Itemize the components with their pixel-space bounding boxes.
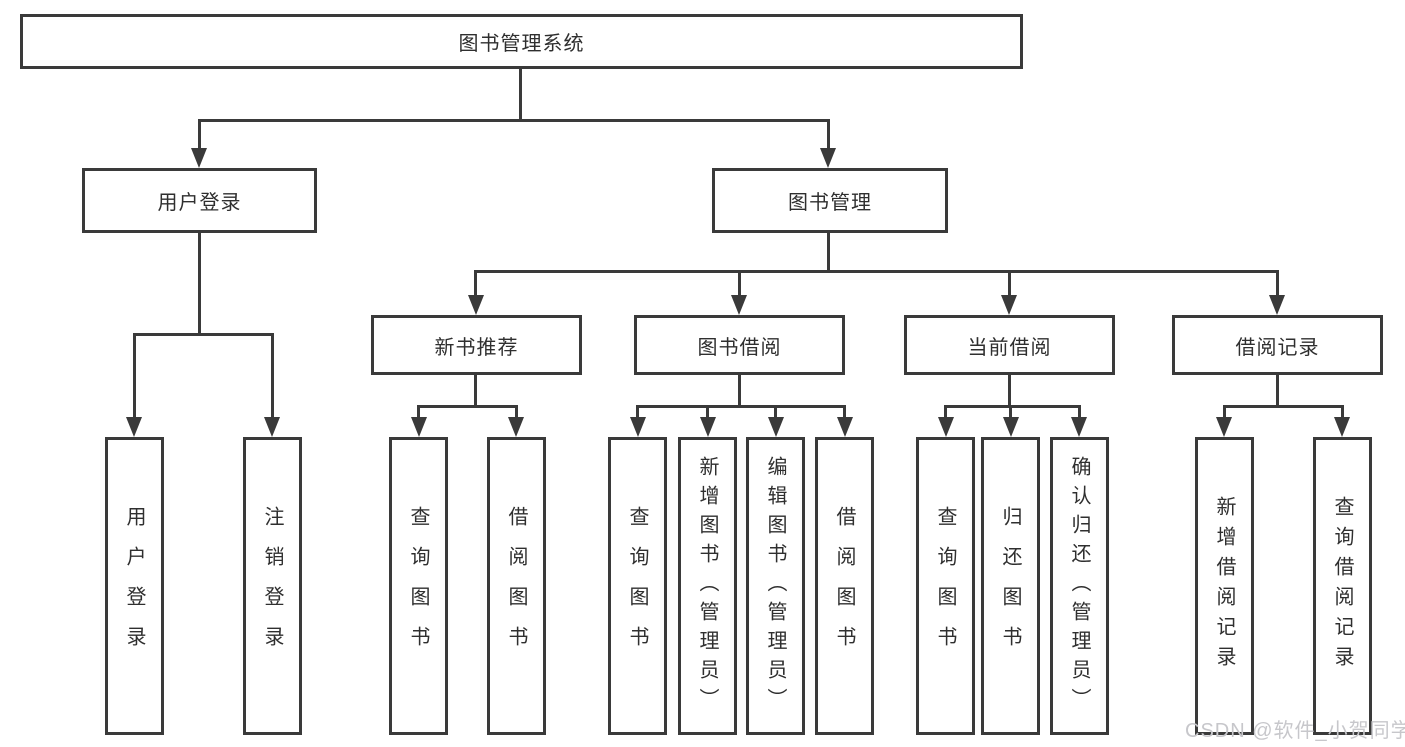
arrowhead-icon	[468, 295, 484, 315]
node-current-borrowing: 当前借阅	[904, 315, 1115, 375]
connector-group-bar	[636, 405, 846, 408]
leaf-label: 确认归还（管理员）	[1068, 455, 1090, 717]
node-user-login: 用户登录	[82, 168, 317, 233]
leaf-label: 注销登录	[261, 506, 283, 666]
leaf-confirm-return-admin: 确认归还（管理员）	[1050, 437, 1109, 735]
leaf-label: 新增图书（管理员）	[696, 455, 718, 717]
arrowhead-icon	[1001, 295, 1017, 315]
connector-stub	[738, 375, 741, 408]
arrowhead-icon	[731, 295, 747, 315]
node-book-management-label: 图书管理	[788, 192, 872, 214]
node-book-borrowing-label: 图书借阅	[697, 336, 782, 359]
arrowhead-icon	[191, 148, 207, 168]
node-user-login-label: 用户登录	[157, 192, 242, 214]
connector-drop	[1223, 405, 1226, 419]
arrowhead-icon	[411, 417, 427, 437]
arrowhead-icon	[938, 417, 954, 437]
connector-group-bar	[944, 405, 1081, 408]
leaf-label: 借阅图书	[833, 506, 855, 666]
leaf-label: 借阅图书	[505, 506, 527, 666]
node-borrowing-records-label: 借阅记录	[1235, 336, 1320, 359]
connector-level2-bar	[198, 119, 830, 122]
leaf-query-books-recommend: 查询图书	[389, 437, 448, 735]
node-book-management: 图书管理	[712, 168, 948, 233]
leaf-label: 编辑图书（管理员）	[764, 455, 786, 717]
connector-drop	[515, 405, 518, 419]
connector-drop	[636, 405, 639, 419]
connector-root-stub	[519, 69, 522, 119]
connector-drop	[944, 405, 947, 419]
leaf-label: 查询借阅记录	[1331, 496, 1353, 676]
connector-drop	[843, 405, 846, 419]
connector-drop	[1009, 405, 1012, 419]
connector-drop	[417, 405, 420, 419]
connector-stub	[1008, 375, 1011, 408]
leaf-query-borrow-record: 查询借阅记录	[1313, 437, 1372, 735]
leaf-label: 用户登录	[123, 506, 145, 666]
node-current-borrowing-label: 当前借阅	[967, 336, 1052, 359]
connector-level3-bar	[474, 270, 1279, 273]
leaf-add-borrow-record: 新增借阅记录	[1195, 437, 1254, 735]
leaf-label: 查询图书	[934, 506, 956, 666]
arrowhead-icon	[700, 417, 716, 437]
node-root-label: 图书管理系统	[458, 33, 585, 55]
leaf-borrow-books: 借阅图书	[815, 437, 874, 735]
connector-book-mgmt-stub	[827, 233, 830, 272]
arrowhead-icon	[1003, 417, 1019, 437]
leaf-label: 查询图书	[626, 506, 648, 666]
leaf-query-books-borrowing: 查询图书	[608, 437, 667, 735]
arrowhead-icon	[837, 417, 853, 437]
leaf-label: 新增借阅记录	[1213, 496, 1235, 676]
arrowhead-icon	[126, 417, 142, 437]
connector-drop	[706, 405, 709, 419]
arrowhead-icon	[630, 417, 646, 437]
leaf-add-books-admin: 新增图书（管理员）	[678, 437, 737, 735]
connector-drop	[198, 119, 201, 151]
csdn-watermark: CSDN @软件_小贺同学	[1185, 720, 1405, 742]
leaf-return-books: 归还图书	[981, 437, 1040, 735]
arrowhead-icon	[1216, 417, 1232, 437]
connector-drop	[271, 333, 274, 419]
arrowhead-icon	[1269, 295, 1285, 315]
connector-drop	[1276, 270, 1279, 297]
leaf-edit-books-admin: 编辑图书（管理员）	[746, 437, 805, 735]
connector-drop	[1008, 270, 1011, 297]
connector-stub	[1276, 375, 1279, 408]
arrowhead-icon	[1334, 417, 1350, 437]
leaf-label: 查询图书	[407, 506, 429, 666]
node-new-book-recommendation-label: 新书推荐	[434, 336, 519, 359]
connector-drop	[474, 270, 477, 297]
connector-user-login-bar	[133, 333, 274, 336]
connector-stub	[474, 375, 477, 408]
arrowhead-icon	[1071, 417, 1087, 437]
leaf-borrow-books-recommend: 借阅图书	[487, 437, 546, 735]
connector-drop	[738, 270, 741, 297]
leaf-logout: 注销登录	[243, 437, 302, 735]
arrowhead-icon	[508, 417, 524, 437]
leaf-user-login: 用户登录	[105, 437, 164, 735]
arrowhead-icon	[264, 417, 280, 437]
node-new-book-recommendation: 新书推荐	[371, 315, 582, 375]
leaf-label: 归还图书	[999, 506, 1021, 666]
connector-drop	[827, 119, 830, 151]
arrowhead-icon	[820, 148, 836, 168]
connector-drop	[1078, 405, 1081, 419]
node-borrowing-records: 借阅记录	[1172, 315, 1383, 375]
node-root: 图书管理系统	[20, 14, 1023, 69]
arrowhead-icon	[768, 417, 784, 437]
connector-drop	[133, 333, 136, 419]
leaf-query-books-current: 查询图书	[916, 437, 975, 735]
connector-drop	[774, 405, 777, 419]
node-book-borrowing: 图书借阅	[634, 315, 845, 375]
connector-group-bar	[1223, 405, 1344, 408]
connector-group-bar	[417, 405, 518, 408]
connector-user-login-stub	[198, 233, 201, 333]
connector-drop	[1341, 405, 1344, 419]
